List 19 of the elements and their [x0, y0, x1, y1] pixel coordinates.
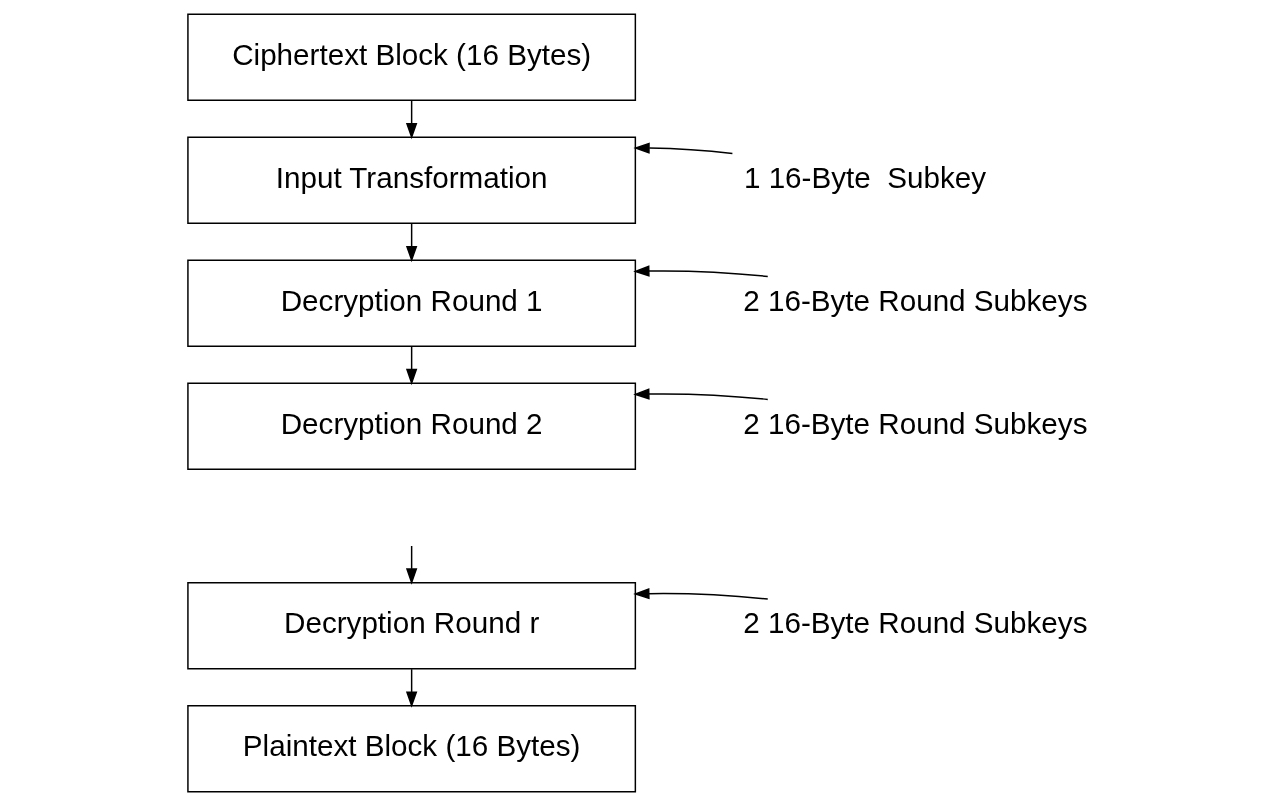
arrow [405, 668, 418, 708]
node-box: Plaintext Block (16 Bytes) [187, 705, 637, 793]
arrow [633, 388, 769, 401]
arrow [405, 345, 418, 386]
arrow [405, 545, 418, 585]
node-text: 2 16-Byte Round Subkeys [743, 606, 1088, 640]
node-text: 1 16-Byte Subkey [743, 160, 987, 194]
arrow [633, 265, 769, 278]
node-box: Ciphertext Block (16 Bytes) [187, 13, 637, 101]
node-box: Decryption Round 2 [187, 382, 637, 470]
node-text: 2 16-Byte Round Subkeys [743, 283, 1088, 317]
arrow [633, 587, 769, 600]
node-text: 2 16-Byte Round Subkeys [743, 406, 1088, 440]
node-box: Decryption Round 1 [187, 259, 637, 347]
node-box: Decryption Round r [187, 582, 637, 670]
node-box: Input Transformation [187, 136, 637, 224]
arrow [633, 142, 734, 155]
arrow [405, 222, 418, 263]
arrow [405, 100, 418, 140]
